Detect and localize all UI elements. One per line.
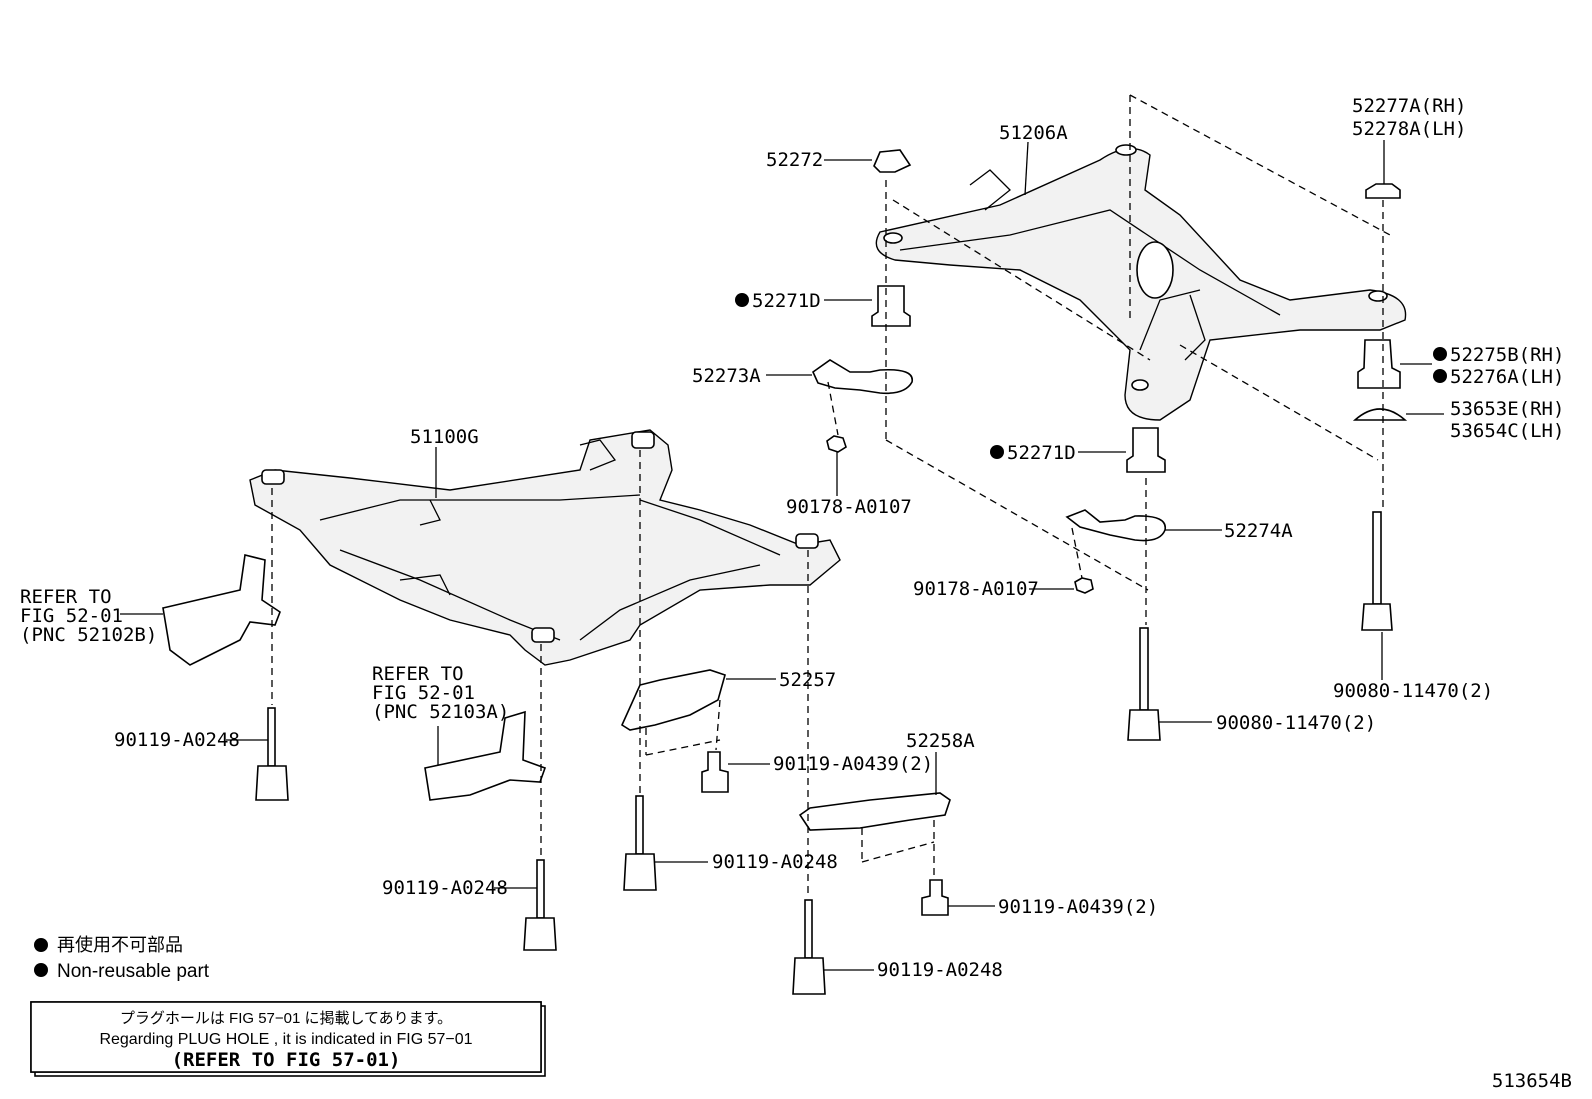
label-90119-a0248-mid: 90119-A0248	[712, 851, 838, 873]
note-text-en: Regarding PLUG HOLE , it is indicated in…	[99, 1031, 472, 1048]
label-52271d-upper: 52271D	[752, 290, 821, 312]
non-reusable-marker	[1433, 369, 1447, 383]
label-52257: 52257	[779, 669, 836, 691]
refer-left-line-3: (PNC 52102B)	[20, 624, 157, 646]
refer-center-line-1: REFER TO	[372, 663, 464, 685]
note-box-frame	[30, 1001, 542, 1073]
refer-center-line-3: (PNC 52103A)	[372, 701, 509, 723]
label-52277a: 52277A(RH)	[1352, 95, 1466, 117]
label-52273a: 52273A	[692, 365, 761, 387]
label-90080-11470-center: 90080-11470(2)	[1216, 712, 1376, 734]
note-text-jp: プラグホールは FIG 57−01 に掲載してあります。	[120, 1010, 452, 1027]
label-53653e: 53653E(RH)	[1450, 398, 1564, 420]
label-51100g: 51100G	[410, 426, 479, 448]
label-90119-a0439-upper: 90119-A0439(2)	[773, 753, 933, 775]
non-reusable-marker	[990, 445, 1004, 459]
label-52271d-lower: 52271D	[1007, 442, 1076, 464]
assembly-guide-lines	[271, 94, 1391, 898]
label-52258a: 52258A	[906, 730, 975, 752]
refer-left-block: REFER TO FIG 52-01 (PNC 52102B)	[20, 586, 157, 646]
legend-marker-jp	[34, 938, 48, 952]
figure-id: 513654B	[1492, 1070, 1572, 1092]
label-52278a: 52278A(LH)	[1352, 118, 1466, 140]
label-90119-a0248-center: 90119-A0248	[382, 877, 508, 899]
label-90119-a0439-lower: 90119-A0439(2)	[998, 896, 1158, 918]
non-reusable-marker	[1433, 347, 1447, 361]
part-labels: 51206A 52272 52277A(RH) 52278A(LH) 52271…	[114, 95, 1564, 981]
non-reusable-marker	[735, 293, 749, 307]
label-90119-a0248-bottom: 90119-A0248	[877, 959, 1003, 981]
legend-text-jp: 再使用不可部品	[57, 935, 183, 955]
leader-lines	[120, 140, 1444, 971]
label-52276a: 52276A(LH)	[1450, 366, 1564, 388]
non-reusable-markers	[735, 293, 1447, 459]
label-52274a: 52274A	[1224, 520, 1293, 542]
label-52272: 52272	[766, 149, 823, 171]
label-51206a: 51206A	[999, 122, 1068, 144]
refer-center-block: REFER TO FIG 52-01 (PNC 52103A)	[372, 663, 509, 723]
label-90119-a0248-left: 90119-A0248	[114, 729, 240, 751]
label-52275b: 52275B(RH)	[1450, 344, 1564, 366]
label-90178-a0107-lower: 90178-A0107	[913, 578, 1039, 600]
refer-left-line-2: FIG 52-01	[20, 605, 123, 627]
label-90080-11470-right: 90080-11470(2)	[1333, 680, 1493, 702]
rear-subframe-drawing	[875, 144, 1407, 421]
refer-left-line-1: REFER TO	[20, 586, 112, 608]
label-53654c: 53654C(LH)	[1450, 420, 1564, 442]
legend: 再使用不可部品 Non-reusable part	[34, 935, 210, 982]
legend-text-en: Non-reusable part	[57, 961, 210, 982]
note-box: プラグホールは FIG 57−01 に掲載してあります。 Regarding P…	[30, 1001, 546, 1077]
note-text-ref: (REFER TO FIG 57-01)	[172, 1049, 401, 1071]
legend-marker-en	[34, 963, 48, 977]
front-subframe-drawing	[249, 429, 841, 666]
label-90178-a0107-upper: 90178-A0107	[786, 496, 912, 518]
refer-center-line-2: FIG 52-01	[372, 682, 475, 704]
